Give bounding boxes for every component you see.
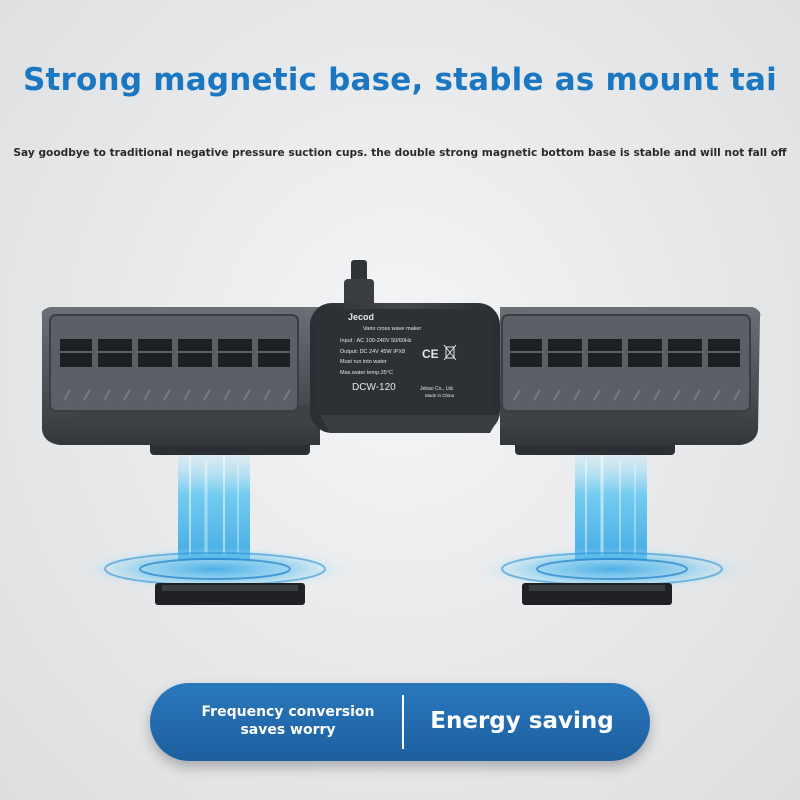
- feature-frequency-line1: Frequency conversion: [201, 704, 375, 720]
- intake-grille-right: [501, 314, 751, 412]
- badge-divider: [402, 695, 404, 749]
- feature-energy-saving: Energy saving: [430, 708, 614, 734]
- center-joint: [320, 415, 500, 433]
- magnet-base-right: [522, 583, 672, 605]
- motor-housing: [310, 303, 500, 433]
- product-label-line: Input : AC 100-240V 50/60Hz: [340, 338, 412, 344]
- intake-grille-left: [49, 314, 299, 412]
- water-jet-right: [575, 450, 647, 560]
- water-jet-left: [178, 450, 250, 560]
- feature-badge: Frequency conversion saves worry Energy …: [150, 683, 650, 761]
- water-ripple-left: [80, 547, 350, 591]
- wave-maker-product-image: Jecod Vario cross wave maker Input : AC …: [41, 260, 761, 605]
- subheadline: Say goodbye to traditional negative pres…: [13, 147, 787, 159]
- crossed-bin-icon: [443, 344, 457, 361]
- feature-frequency-line2: saves worry: [240, 722, 336, 738]
- cable-connector: [344, 260, 374, 307]
- product-brand: Jecod: [348, 312, 374, 322]
- ce-mark: CE: [422, 347, 439, 361]
- product-label-line: Max.water temp.35°C: [340, 370, 393, 376]
- product-label-line: Must run into water: [340, 359, 387, 365]
- headline: Strong magnetic base, stable as mount ta…: [23, 62, 777, 98]
- manufacturer: Jebao Co., Ltd.: [420, 386, 454, 392]
- product-label-line: Output: DC 24V 45W IPX8: [340, 349, 405, 355]
- model-number: DCW-120: [352, 382, 396, 393]
- product-label-line: Vario cross wave maker: [363, 326, 421, 332]
- origin: Made in China: [425, 393, 455, 398]
- feature-frequency-conversion: Frequency conversion saves worry: [178, 703, 398, 739]
- magnet-base-left: [155, 583, 305, 605]
